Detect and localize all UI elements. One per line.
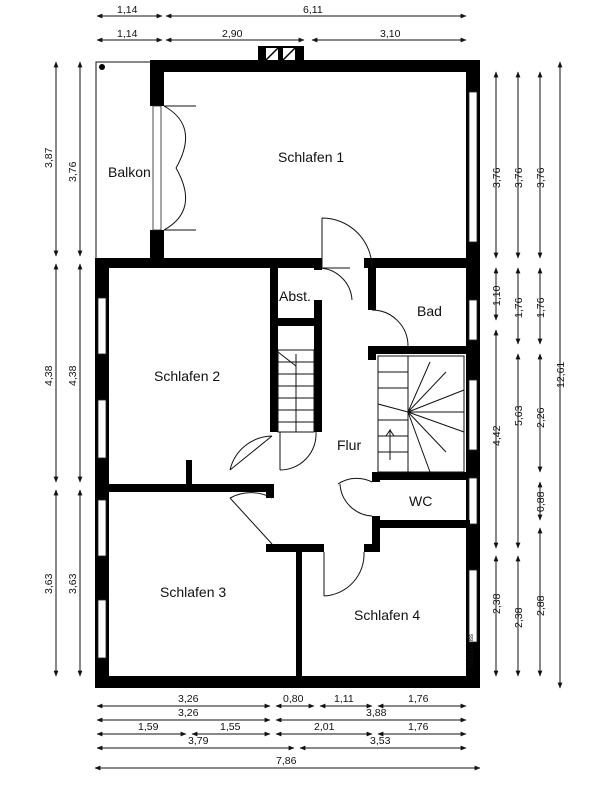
dim-bottom-r3-3: 2,01: [314, 721, 335, 733]
room-label-bad: Bad: [417, 303, 442, 319]
room-label-wc: WC: [409, 493, 432, 509]
dim-right-total: 12,61: [555, 362, 567, 388]
dim-right-b-2: 1,76: [513, 297, 525, 318]
room-label-flur: Flur: [337, 437, 361, 453]
dim-right-a-4: 2,38: [491, 593, 503, 614]
windows: [97, 91, 478, 659]
dim-right-a-1: 3,76: [491, 167, 503, 188]
dim-left-outer-2: 4,38: [43, 365, 55, 386]
dim-right-c-5: 2,88: [535, 595, 547, 616]
room-label-schlafen3: Schlafen 3: [160, 584, 226, 600]
dim-left-outer-3: 3,63: [43, 573, 55, 594]
balcony-outline: [95, 61, 150, 258]
interior-walls: [107, 258, 474, 678]
dim-bottom-total: 7,86: [276, 755, 297, 767]
doors: [163, 105, 409, 597]
dim-bottom-r1-1: 3,26: [178, 693, 199, 705]
dim-top-2: 6,11: [303, 4, 323, 16]
left-dimensions: 3,87 4,38 3,63 3,76 4,38 3,63: [43, 61, 83, 677]
dim-bottom-r3-2: 1,55: [220, 721, 241, 733]
bottom-dimensions: 3,26 0,80 1,11 1,76 3,26 3,88 1,59 1,55 …: [94, 693, 481, 771]
room-label-schlafen2: Schlafen 2: [154, 368, 220, 384]
dim-right-c-4: 0,88: [535, 491, 547, 512]
dim-bottom-r3-4: 1,76: [408, 721, 429, 733]
room-label-balkon: Balkon: [108, 164, 151, 180]
chimney: [258, 46, 304, 62]
dim-right-c-2: 1,76: [535, 297, 547, 318]
room-label-abst: Abst.: [279, 288, 311, 304]
dim-bottom-r4-1: 3,79: [188, 735, 209, 747]
dim-top-4: 2,90: [222, 28, 243, 40]
dim-left-inner-3: 3,63: [67, 573, 79, 594]
dim-top-5: 3,10: [380, 28, 401, 40]
dim-bottom-r1-3: 1,11: [334, 693, 354, 705]
room-label-schlafen1: Schlafen 1: [278, 149, 344, 165]
dim-bottom-r4-2: 3,53: [370, 735, 391, 747]
dim-right-b-1: 3,76: [513, 167, 525, 188]
dim-bottom-r1-4: 1,76: [408, 693, 429, 705]
dim-right-b-4: 2,38: [513, 607, 525, 628]
dim-bottom-r1-2: 0,80: [283, 693, 304, 705]
dim-left-inner-2: 4,38: [67, 365, 79, 386]
dim-right-c-1: 3,76: [535, 167, 547, 188]
dim-bottom-r2-2: 3,88: [366, 707, 387, 719]
dim-bottom-r3-1: 1,59: [138, 721, 159, 733]
brand-watermark: McGrundriss: [469, 634, 475, 668]
staircase: [277, 349, 465, 473]
right-dimensions: 3,76 1,10 4,42 2,38 3,76 1,76 5,63 2,38 …: [491, 61, 567, 689]
top-dimensions: 1,14 6,11 1,14 2,90 3,10: [96, 4, 467, 43]
dim-right-a-3: 4,42: [491, 425, 503, 446]
dim-right-a-2: 1,10: [491, 285, 503, 306]
dim-right-c-3: 2,26: [535, 407, 547, 428]
dim-top-3: 1,14: [117, 28, 138, 40]
room-label-schlafen4: Schlafen 4: [354, 607, 420, 623]
dim-left-outer-1: 3,87: [43, 147, 55, 168]
dim-bottom-r2-1: 3,26: [178, 707, 199, 719]
dim-left-inner-1: 3,76: [67, 161, 79, 182]
dim-top-1: 1,14: [117, 4, 138, 16]
dim-right-b-3: 5,63: [513, 405, 525, 426]
room-labels: Balkon Schlafen 1 Abst. Bad Schlafen 2 F…: [108, 149, 442, 623]
